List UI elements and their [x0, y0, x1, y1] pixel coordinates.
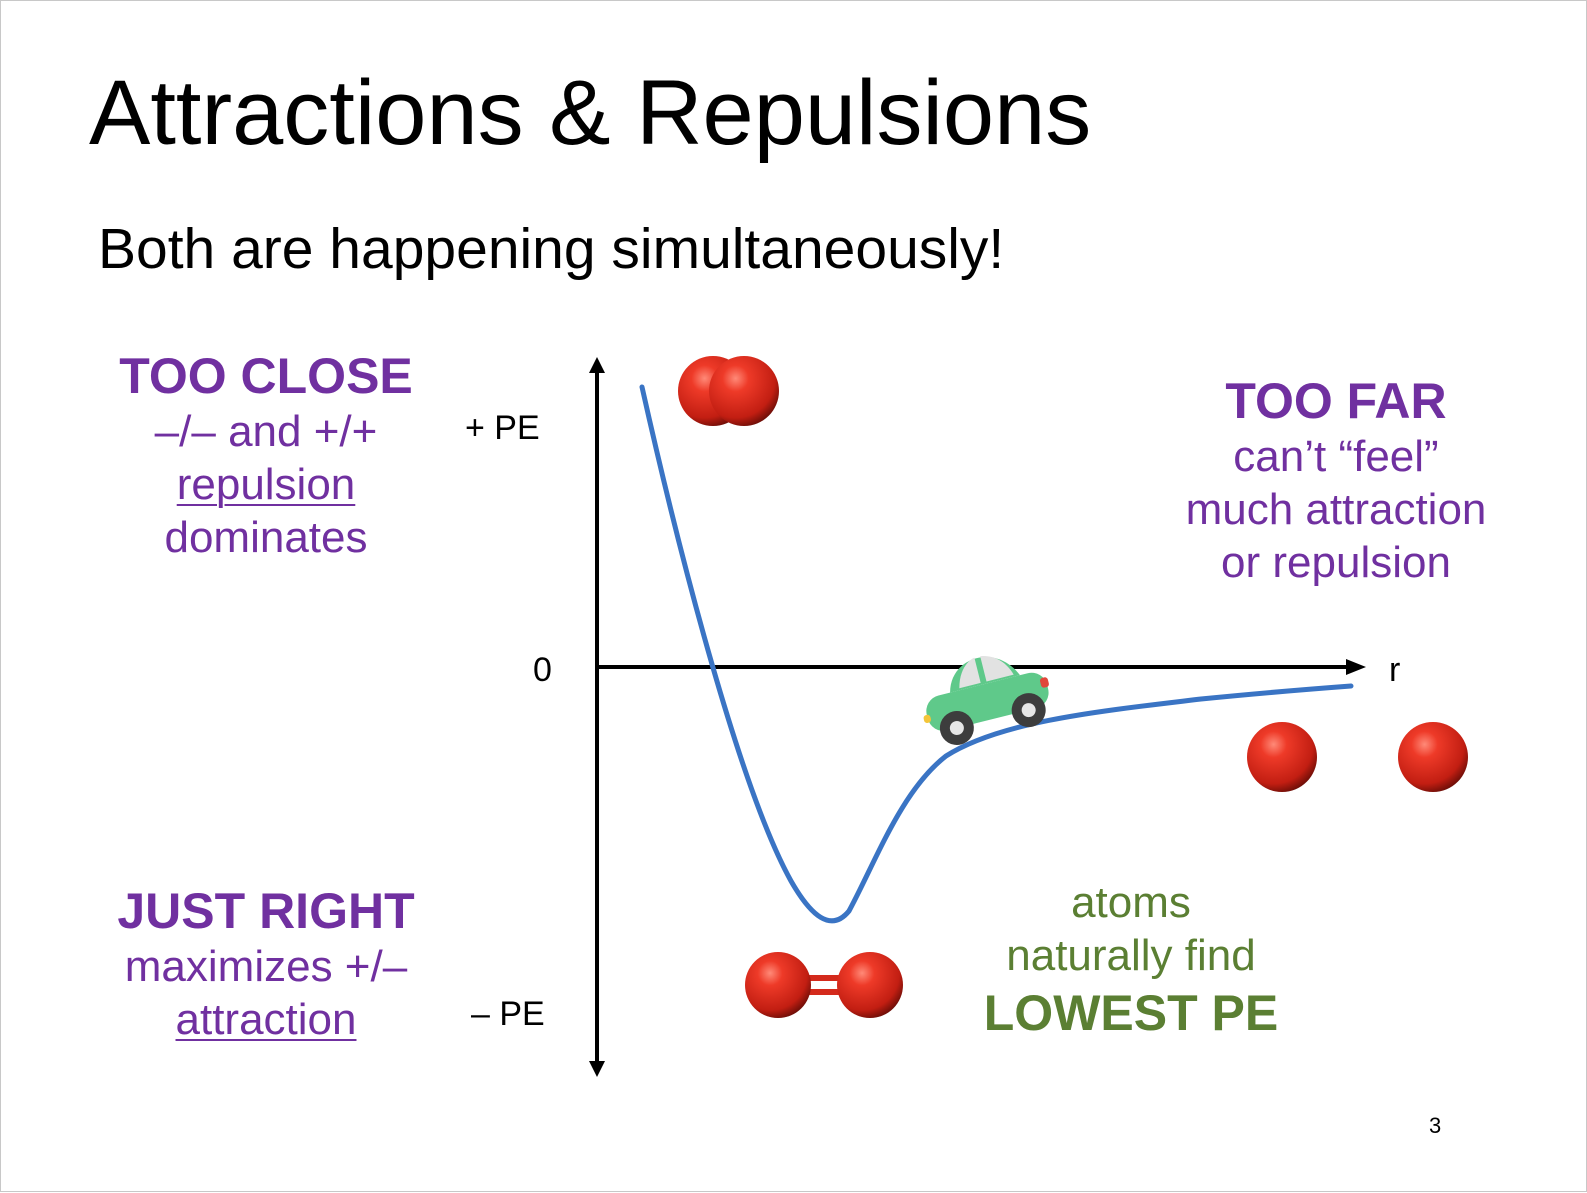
just-right-heading: JUST RIGHT	[117, 883, 415, 939]
overlapping-atoms	[678, 356, 779, 426]
too-far-heading: TOO FAR	[1225, 373, 1447, 429]
too-far-text: TOO FAR can’t “feel” much attraction or …	[1151, 371, 1521, 589]
just-right-line2: attraction	[175, 994, 357, 1044]
separated-atoms	[1247, 722, 1468, 792]
y-axis-bottom-arrow	[589, 1061, 605, 1077]
minus-pe-label: – PE	[471, 995, 545, 1033]
plus-pe-label: + PE	[465, 409, 540, 447]
zero-label: 0	[533, 651, 552, 689]
page-number: 3	[1429, 1113, 1442, 1138]
lowest-pe-text: atoms naturally find LOWEST PE	[956, 877, 1306, 1043]
too-close-line1: –/– and +/+	[154, 407, 378, 456]
lowest-pe-line2: naturally find	[1006, 930, 1256, 980]
x-axis-arrow	[1346, 659, 1366, 675]
slide-title: Attractions & Repulsions	[89, 62, 1092, 164]
car-icon	[923, 656, 1049, 745]
potential-energy-curve	[639, 384, 1354, 924]
too-close-line3: dominates	[164, 512, 368, 562]
just-right-line1: maximizes +/–	[124, 942, 408, 991]
too-close-heading: TOO CLOSE	[119, 348, 413, 404]
just-right-text: JUST RIGHT maximizes +/– attraction	[91, 881, 441, 1047]
too-far-line2: much attraction	[1185, 484, 1487, 534]
too-far-line1: can’t “feel”	[1233, 432, 1439, 481]
lowest-pe-line1: atoms	[1071, 878, 1191, 927]
too-close-text: TOO CLOSE –/– and +/+ repulsion dominate…	[91, 346, 441, 564]
bonded-atoms	[745, 952, 903, 1018]
too-far-line3: or repulsion	[1221, 537, 1451, 587]
too-close-line2: repulsion	[176, 459, 356, 509]
y-axis-top-arrow	[589, 357, 605, 373]
r-axis-label: r	[1389, 651, 1401, 689]
slide-subtitle: Both are happening simultaneously!	[98, 217, 1005, 281]
lowest-pe-heading: LOWEST PE	[983, 984, 1279, 1041]
